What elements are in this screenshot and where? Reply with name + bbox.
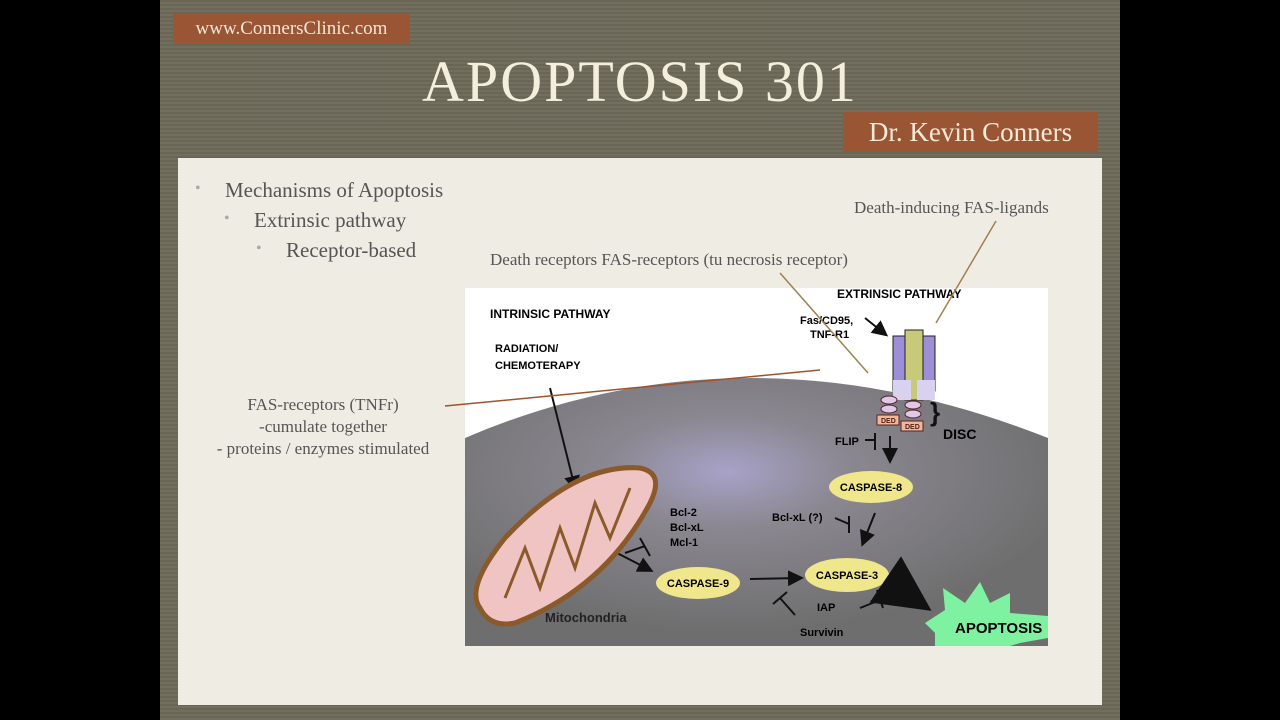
label-apoptosis: APOPTOSIS [955,620,1042,637]
bullet-level3: Receptor-based [256,238,416,263]
label-disc: DISC [943,426,976,442]
label-intrinsic: INTRINSIC PATHWAY [490,307,610,321]
label-mitochondria: Mitochondria [545,610,627,625]
caspase-3-node [805,558,889,592]
label-bclxl-q: Bcl-xL (?) [772,512,823,524]
svg-text:Bcl-xL: Bcl-xL [670,522,704,534]
slide: www.ConnersClinic.com APOPTOSIS 301 Dr. … [160,0,1120,720]
svg-text:DED: DED [881,418,896,425]
svg-text:CASPASE-3: CASPASE-3 [816,570,878,582]
svg-text:CASPASE-8: CASPASE-8 [840,482,902,494]
svg-text:IAP: IAP [817,602,835,614]
label-tnf: TNF-R1 [810,329,849,341]
label-extrinsic: EXTRINSIC PATHWAY [837,288,961,301]
svg-text:CASPASE-9: CASPASE-9 [667,578,729,590]
content-panel: Mechanisms of Apoptosis Extrinsic pathwa… [178,158,1102,705]
apoptosis-burst [925,582,1048,646]
fas-line-1: FAS-receptors (TNFr) [247,395,399,414]
svg-text:Mcl-1: Mcl-1 [670,537,698,549]
label-chemo: CHEMOTERAPY [495,360,581,372]
fas-line-3: - proteins / enzymes stimulated [216,439,430,458]
annotation-fas: FAS-receptors (TNFr) -cumulate together … [188,394,458,460]
caspase-8-node [829,471,913,503]
annotation-ligands: Death-inducing FAS-ligands [854,198,1049,217]
svg-text:}: } [930,397,940,427]
annotation-receptors: Death receptors FAS-receptors (tu necros… [490,250,848,269]
svg-text:Survivin: Survivin [800,627,844,639]
caspase-9-node [656,567,740,599]
svg-text:DED: DED [905,424,920,431]
fas-line-2: -cumulate together [259,417,387,436]
label-radiation: RADIATION/ [495,343,558,355]
author-badge: Dr. Kevin Conners [843,112,1098,152]
mitochondria-icon [473,465,659,627]
slide-title: APOPTOSIS 301 [422,49,858,114]
apoptosis-pathway-diagram: INTRINSIC PATHWAY EXTRINSIC PATHWAY RADI… [465,288,1048,646]
fas-receptor-icon: DED DED [876,329,936,432]
website-badge[interactable]: www.ConnersClinic.com [173,14,410,44]
label-fas: Fas/CD95, [800,315,853,327]
label-flip: FLIP [835,436,859,448]
svg-text:Bcl-2: Bcl-2 [670,507,697,519]
bullet-level1: Mechanisms of Apoptosis [195,178,443,203]
bullet-level2: Extrinsic pathway [224,208,406,233]
